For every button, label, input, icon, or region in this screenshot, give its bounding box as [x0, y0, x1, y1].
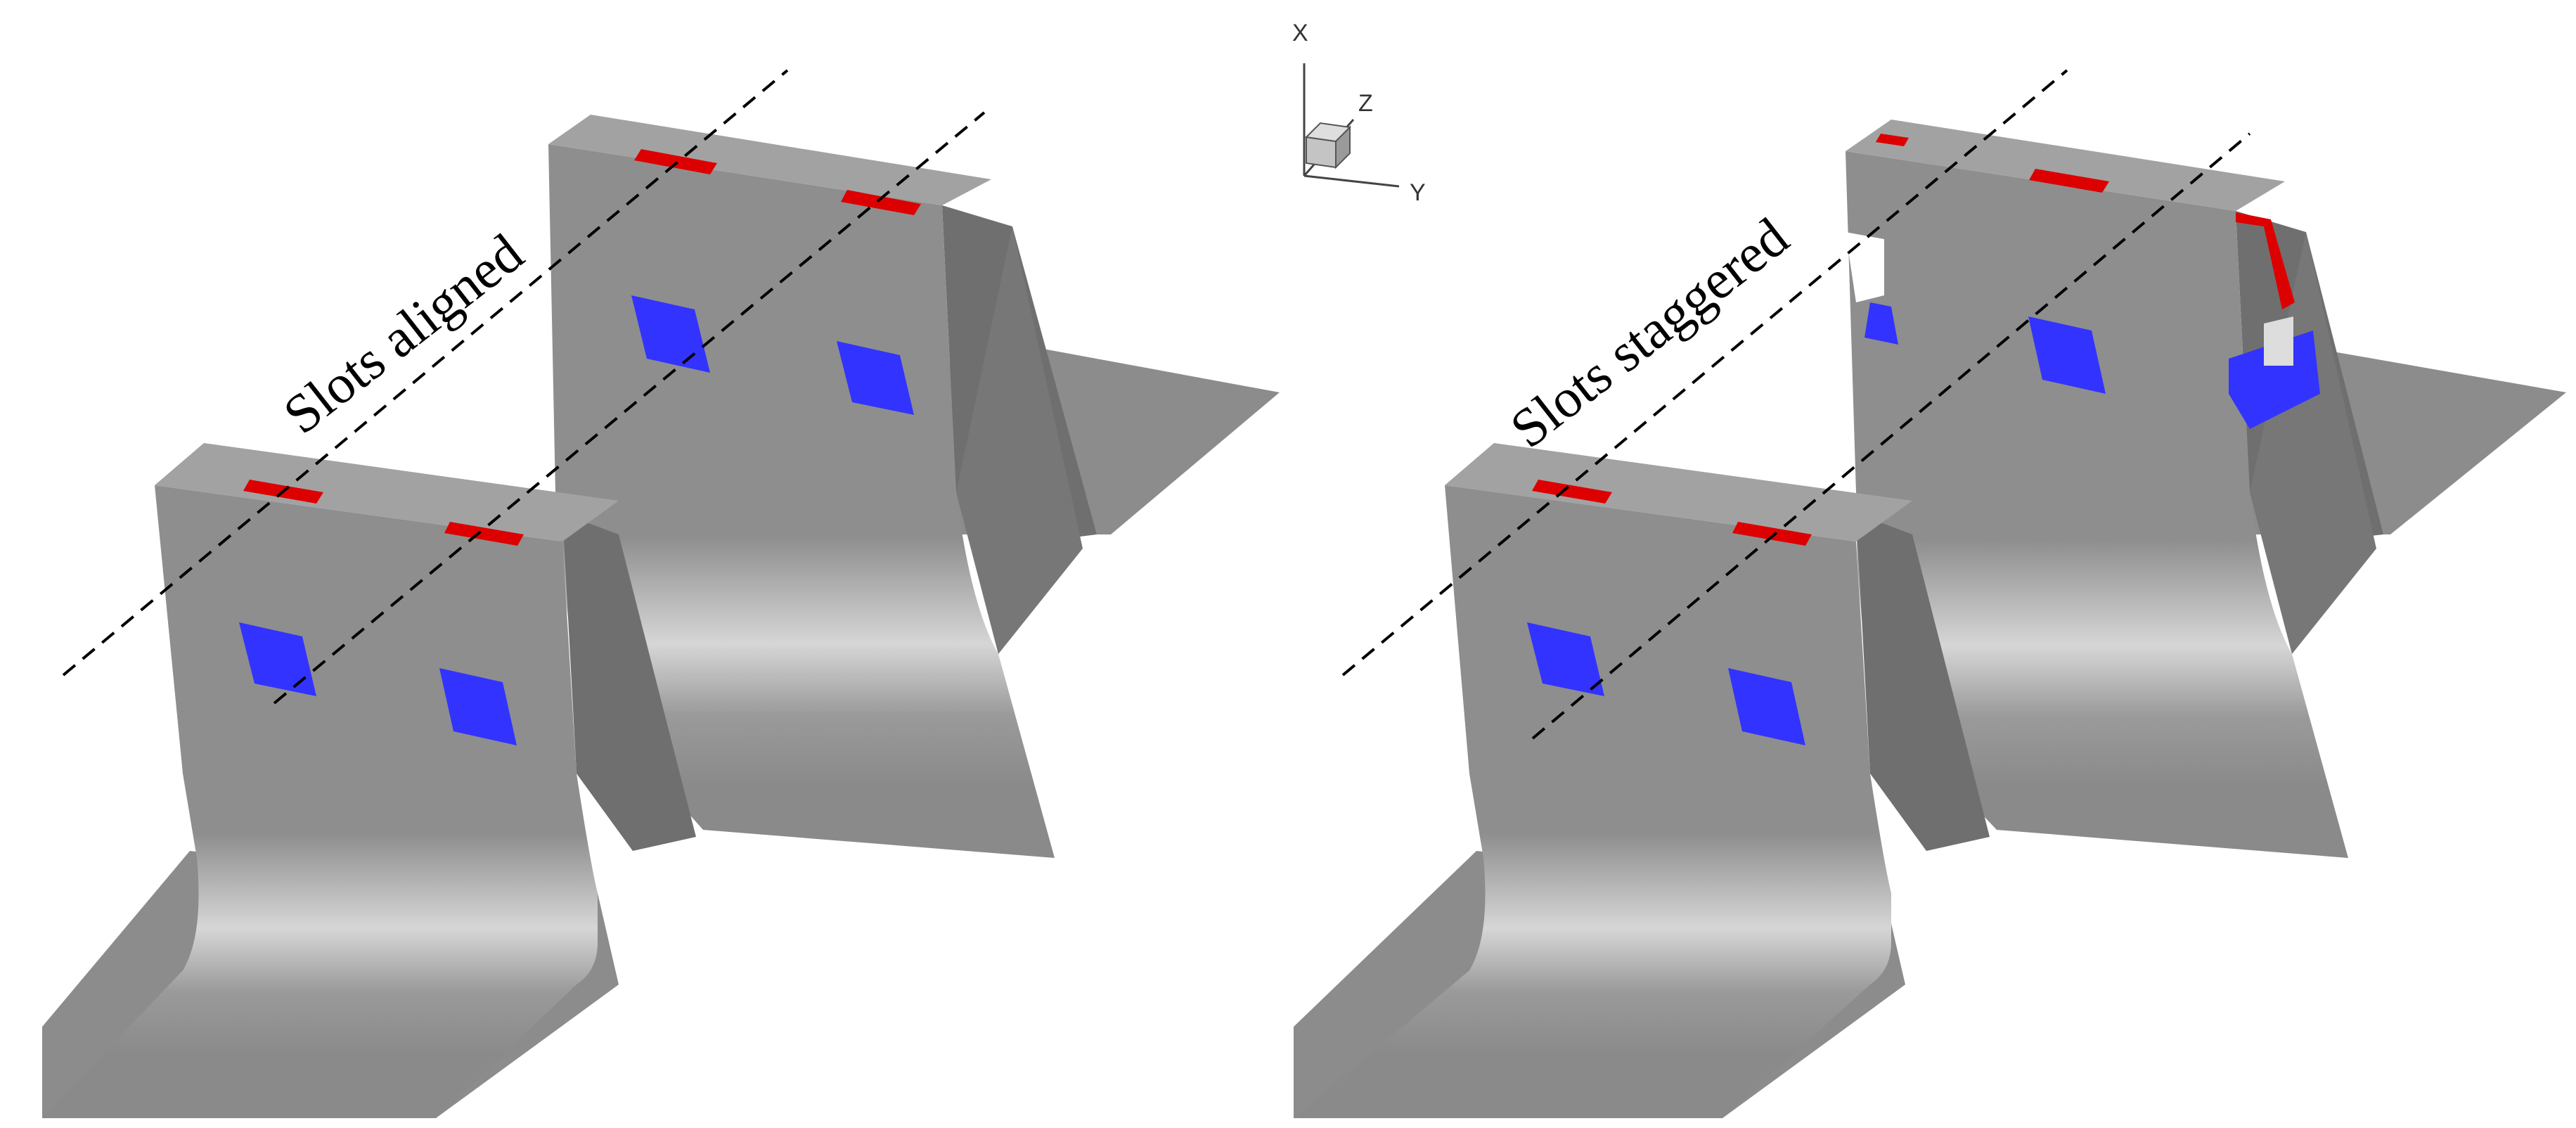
dashed-guide-line [273, 111, 986, 705]
dashed-guide-line [1531, 132, 2251, 740]
panel-label: Slots aligned [272, 222, 534, 445]
notch-cutout [2264, 316, 2293, 366]
x-axis-label: X [1292, 20, 1308, 46]
back-fin-side-lower [2250, 232, 2376, 654]
slot-top [1876, 134, 1909, 146]
notch-cutout [1846, 232, 1884, 302]
back-fin [548, 115, 1280, 858]
panel-slots-aligned: Slots aligned [42, 69, 1280, 1118]
back-fin-staggered [1846, 120, 2566, 858]
dashed-guide-line [1341, 69, 2068, 677]
slot-top [2029, 169, 2109, 193]
front-fin-side [562, 513, 696, 851]
y-axis-line [1303, 174, 1400, 188]
slot-top [444, 522, 524, 546]
back-fin-top [548, 115, 991, 205]
slot-top [1532, 480, 1612, 504]
slot-face [439, 668, 517, 745]
slot-face [2028, 316, 2106, 394]
slot-top [634, 149, 717, 174]
z-axis-label: Z [1358, 90, 1373, 117]
y-axis-label: Y [1410, 179, 1426, 206]
slot-top [1732, 522, 1812, 546]
slot-top [2236, 212, 2295, 309]
front-fin-front [1294, 485, 1891, 1118]
slot-face [2229, 331, 2320, 429]
slot-face [631, 295, 710, 373]
back-fin-side-lower [956, 226, 1083, 654]
dashed-guide-line [62, 69, 789, 677]
front-fin-top [155, 443, 619, 541]
slot-top [841, 190, 921, 215]
front-fin-staggered [1294, 443, 1990, 1118]
front-fin-front [42, 485, 598, 1118]
axes-triad: X Z Y [1292, 20, 1426, 206]
triad-cube-side [1335, 125, 1351, 169]
slot-face [1865, 302, 1898, 345]
back-fin-top [1846, 120, 2285, 211]
back-fin-front [1846, 151, 2348, 858]
triad-cube-front [1306, 136, 1337, 169]
slot-face [1527, 622, 1604, 696]
panel-slots-staggered: Slots staggered [1294, 69, 2566, 1118]
front-fin [42, 443, 696, 1118]
front-fin-side [1856, 513, 1990, 851]
slot-face [837, 341, 914, 415]
slot-face [1728, 668, 1805, 745]
slot-face [239, 622, 316, 696]
